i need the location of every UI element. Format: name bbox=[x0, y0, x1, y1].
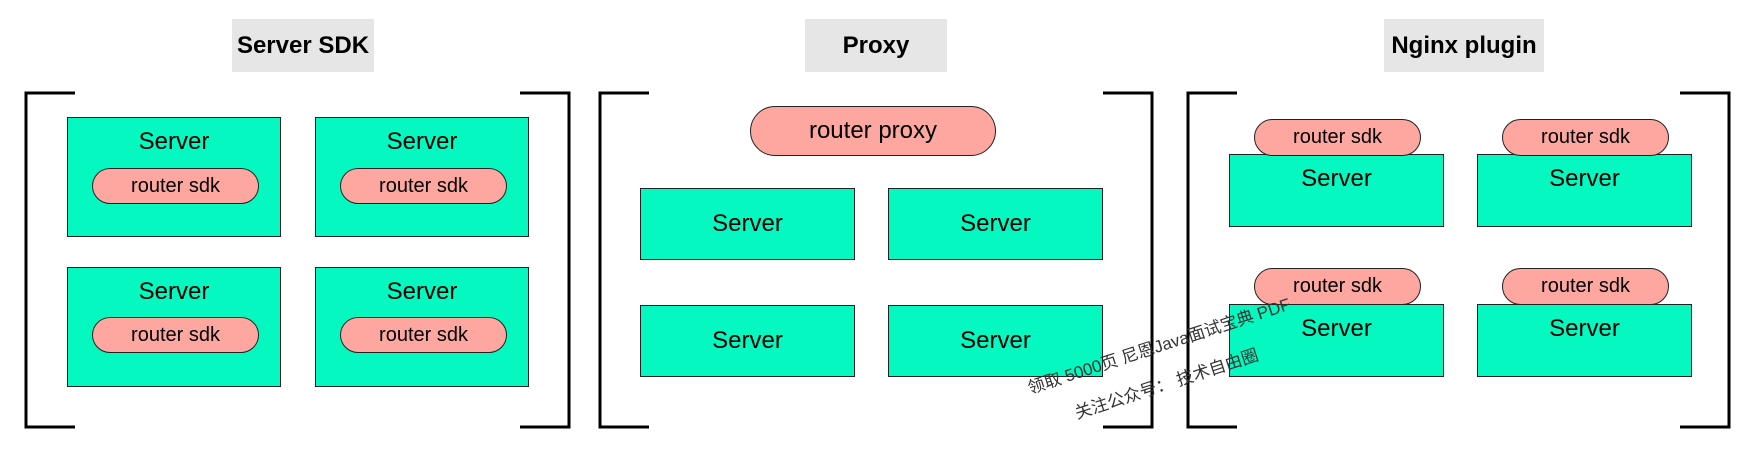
proxy-left-bracket bbox=[598, 91, 649, 429]
server-label: Server bbox=[1549, 315, 1620, 342]
proxy-right-bracket bbox=[1103, 91, 1154, 429]
server-label: Server bbox=[960, 210, 1031, 237]
router-proxy-label: router proxy bbox=[808, 117, 938, 144]
router-sdk-pill: router sdk bbox=[1502, 268, 1669, 305]
server-label: Server bbox=[1301, 315, 1372, 342]
server-label: Server bbox=[138, 278, 210, 305]
router-sdk-pill: router sdk bbox=[1502, 119, 1669, 156]
title-nginx-plugin: Nginx plugin bbox=[1384, 19, 1544, 72]
router-sdk-label: router sdk bbox=[1293, 126, 1382, 148]
server-label: Server bbox=[1301, 165, 1372, 192]
nginx-left-bracket bbox=[1186, 91, 1237, 429]
server-label: Server bbox=[386, 278, 458, 305]
router-sdk-label: router sdk bbox=[131, 323, 220, 346]
proxy-server-box: Server bbox=[640, 305, 855, 377]
server-label: Server bbox=[960, 327, 1031, 354]
proxy-server-box: Server bbox=[640, 188, 855, 260]
sdk-server-box: Server router sdk bbox=[315, 117, 529, 237]
router-sdk-label: router sdk bbox=[379, 323, 468, 346]
server-label: Server bbox=[712, 327, 783, 354]
sdk-server-box: Server router sdk bbox=[67, 117, 281, 237]
nginx-server-box: Server bbox=[1477, 304, 1692, 377]
router-sdk-pill: router sdk bbox=[1254, 268, 1421, 305]
sdk-left-bracket bbox=[24, 91, 75, 429]
router-sdk-pill: router sdk bbox=[92, 317, 259, 353]
sdk-right-bracket bbox=[520, 91, 571, 429]
proxy-server-box: Server bbox=[888, 188, 1103, 260]
title-proxy: Proxy bbox=[805, 19, 947, 72]
server-label: Server bbox=[386, 128, 458, 155]
sdk-server-box: Server router sdk bbox=[315, 267, 529, 387]
nginx-server-box: Server bbox=[1477, 154, 1692, 227]
router-sdk-pill: router sdk bbox=[1254, 119, 1421, 156]
proxy-server-box: Server bbox=[888, 305, 1103, 377]
router-sdk-pill: router sdk bbox=[340, 168, 507, 204]
router-sdk-pill: router sdk bbox=[92, 168, 259, 204]
server-label: Server bbox=[712, 210, 783, 237]
router-proxy-pill: router proxy bbox=[750, 106, 996, 156]
router-sdk-label: router sdk bbox=[1541, 126, 1630, 148]
nginx-right-bracket bbox=[1680, 91, 1731, 429]
server-label: Server bbox=[1549, 165, 1620, 192]
router-sdk-label: router sdk bbox=[379, 174, 468, 197]
nginx-server-box: Server bbox=[1229, 154, 1444, 227]
title-server-sdk: Server SDK bbox=[232, 19, 374, 72]
sdk-server-box: Server router sdk bbox=[67, 267, 281, 387]
router-sdk-label: router sdk bbox=[131, 174, 220, 197]
router-sdk-label: router sdk bbox=[1541, 275, 1630, 297]
router-sdk-label: router sdk bbox=[1293, 275, 1382, 297]
router-sdk-pill: router sdk bbox=[340, 317, 507, 353]
server-label: Server bbox=[138, 128, 210, 155]
